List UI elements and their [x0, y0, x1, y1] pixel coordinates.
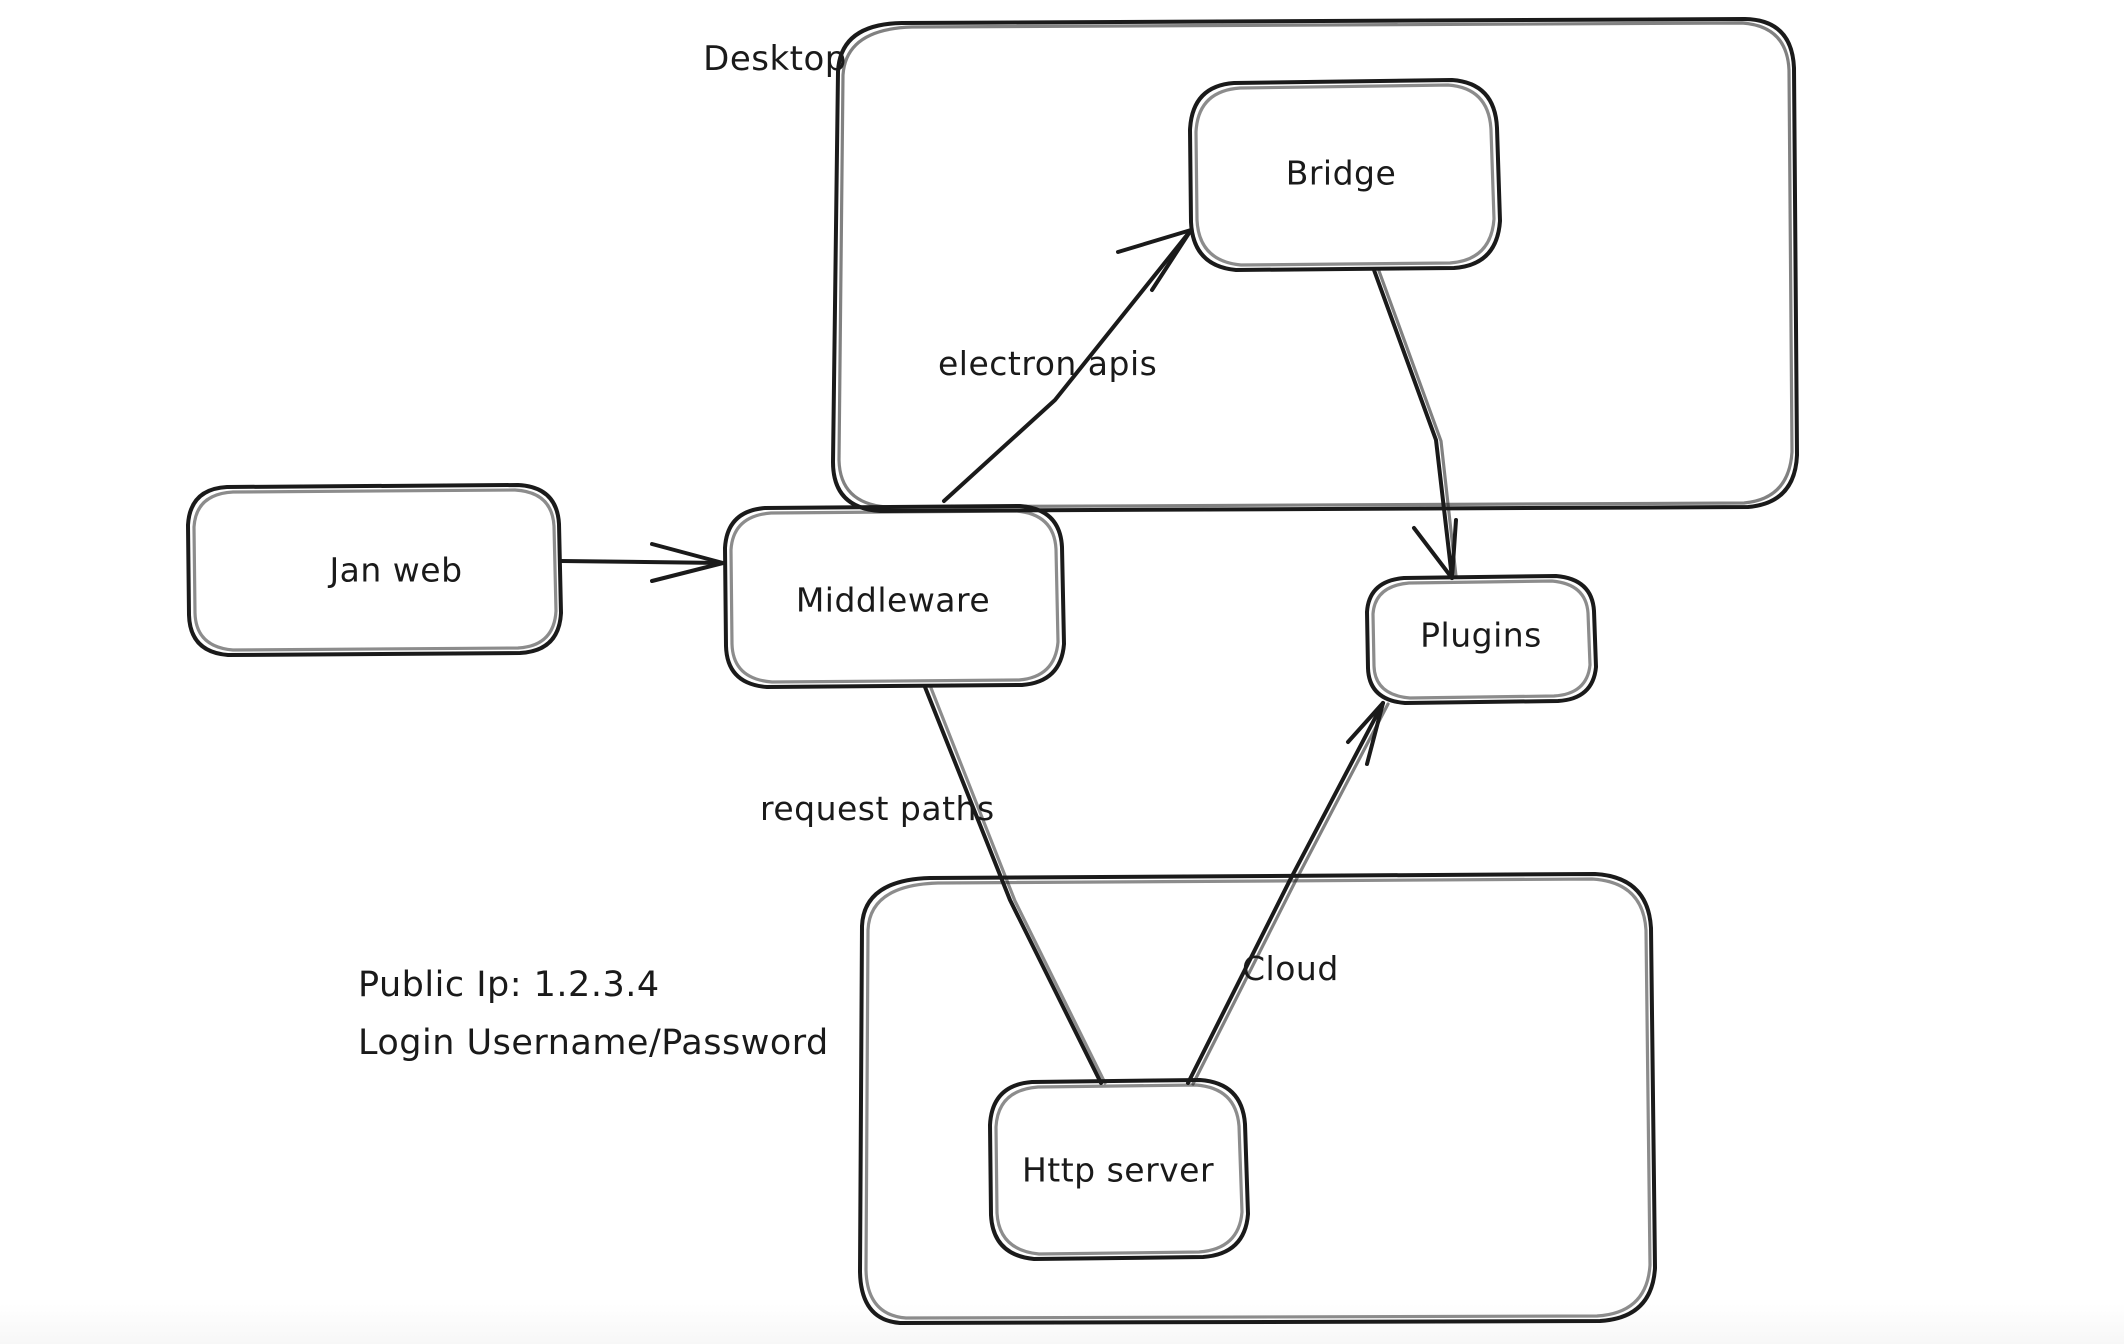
node-bridge[interactable]: Bridge: [1188, 78, 1502, 272]
node-http-server[interactable]: Http server: [988, 1078, 1250, 1261]
group-label-desktop: Desktop: [703, 39, 847, 79]
node-jan-web[interactable]: Jan web: [186, 483, 563, 657]
node-label-jan-web: Jan web: [327, 551, 462, 590]
edge-label-request-paths: request paths: [760, 789, 995, 828]
node-label-http-server: Http server: [1022, 1151, 1214, 1190]
edge-jan-web-to-middleware[interactable]: [559, 542, 725, 583]
edge-bridge-to-plugins[interactable]: [1372, 268, 1458, 580]
node-label-middleware: Middleware: [796, 581, 990, 620]
note-login-credentials: Login Username/Password: [358, 1023, 829, 1063]
edge-middleware-to-bridge[interactable]: electron apis: [938, 228, 1193, 503]
group-cloud[interactable]: [858, 872, 1657, 1325]
node-middleware[interactable]: Middleware: [723, 504, 1066, 689]
node-label-bridge: Bridge: [1286, 154, 1397, 193]
notes-block: Public Ip: 1.2.3.4 Login Username/Passwo…: [358, 965, 829, 1063]
node-label-plugins: Plugins: [1420, 616, 1542, 655]
group-desktop[interactable]: Desktop: [703, 17, 1799, 513]
node-plugins[interactable]: Plugins: [1365, 574, 1598, 705]
edge-label-electron-apis: electron apis: [938, 344, 1157, 383]
edge-middleware-to-http-server[interactable]: request paths: [760, 685, 1107, 1085]
edge-label-cloud: Cloud: [1242, 949, 1339, 988]
edge-http-server-to-plugins[interactable]: Cloud: [1186, 701, 1390, 1086]
note-public-ip: Public Ip: 1.2.3.4: [358, 965, 660, 1005]
